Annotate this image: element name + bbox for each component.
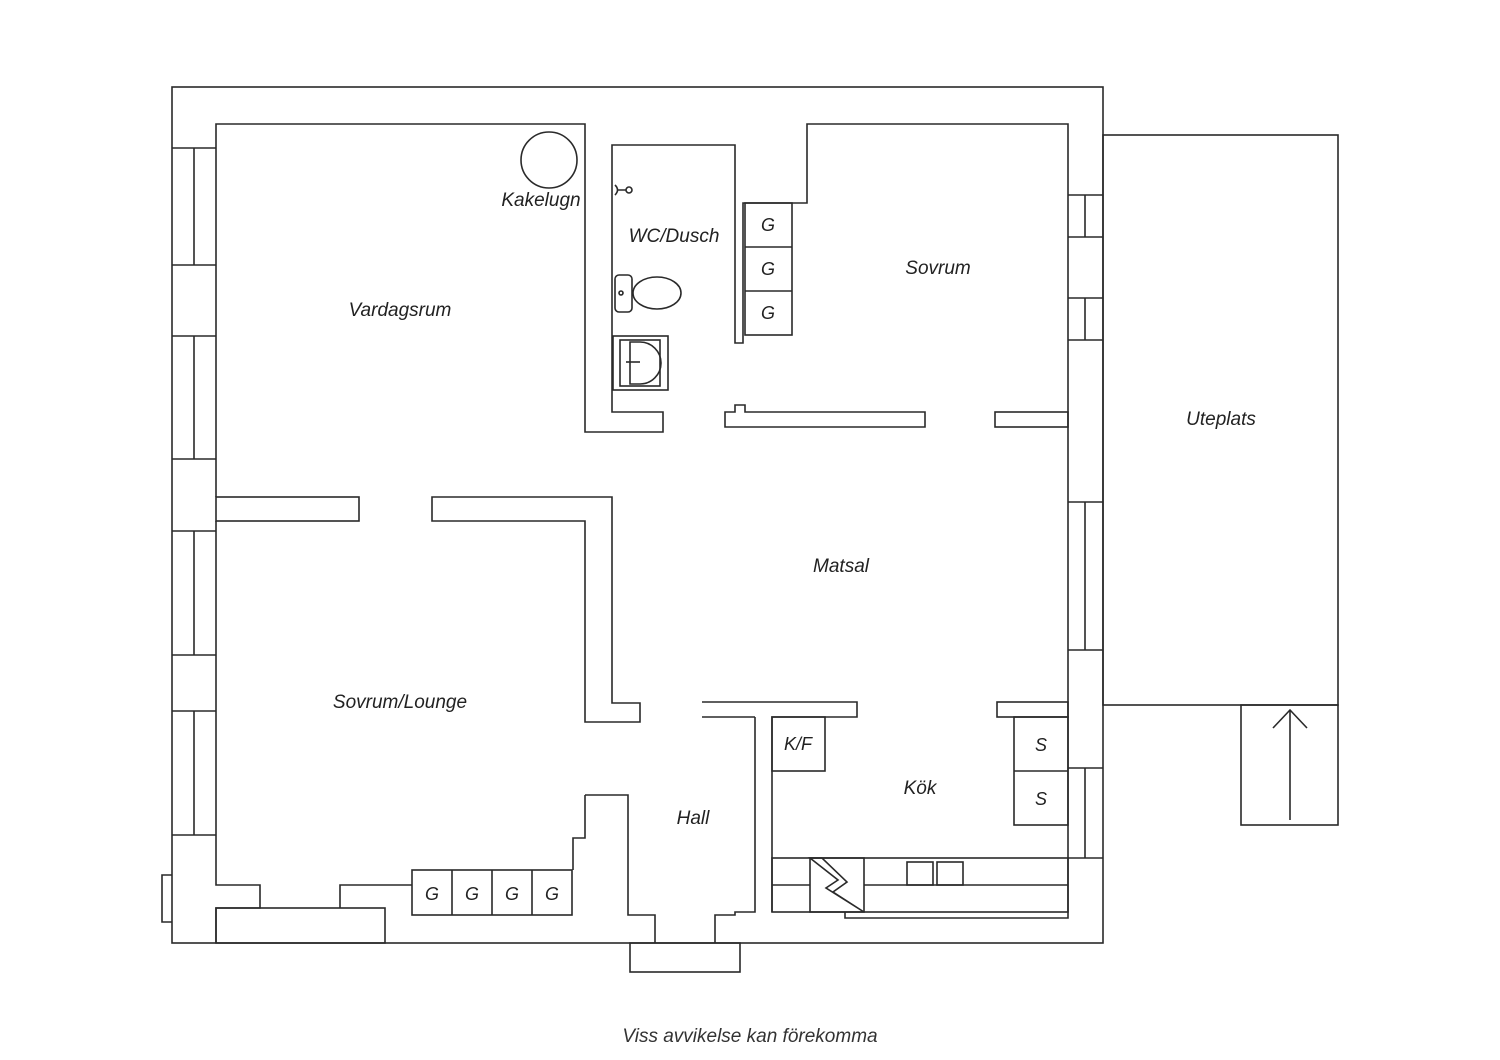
kitchen-wall [702,701,858,943]
right-windows [1068,194,1103,859]
vardagsrum-wall [215,496,360,522]
wall-notch [161,874,172,923]
inner-wall-top [215,123,1069,912]
sovrum-wall [724,404,926,428]
burner-icon [906,861,934,886]
arrow-up-icon [1272,708,1308,820]
closet-label: G [761,259,775,279]
storage-cabinets: S S [1013,716,1069,826]
footer-note: Viss avvikelse kan förekomma [622,1026,877,1047]
fridge-freezer: K/F [771,716,826,772]
storage-label: S [1035,735,1047,755]
closet-hall: G G G G [411,869,573,916]
label-hall: Hall [677,808,711,829]
electric-panel-icon [807,857,865,913]
uteplats-steps [1240,704,1339,826]
closet-label: G [545,884,559,904]
kitchen-wall-right [996,701,1069,718]
outer-wall [171,86,1104,944]
sink-icon [612,335,669,391]
label-kakelugn: Kakelugn [501,190,580,211]
closet-label: G [505,884,519,904]
uteplats-area [1102,134,1339,706]
inner-wall-left [215,521,261,943]
sovrum-wall-right [994,411,1069,428]
label-matsal: Matsal [813,556,870,577]
label-sovrum-lounge: Sovrum/Lounge [333,692,467,713]
bottom-wall [215,907,386,944]
kakelugn-stove-icon [520,131,578,189]
entrance-step [629,942,741,973]
hall-wall [339,794,656,943]
label-wc-dusch: WC/Dusch [629,226,720,247]
storage-label: S [1035,789,1047,809]
closet-sovrum: G G G [744,202,793,336]
kitchen-counter [771,857,1069,919]
shower-icon [614,184,633,196]
toilet-icon [614,274,682,313]
label-vardagsrum: Vardagsrum [349,300,452,321]
closet-label: G [425,884,439,904]
closet-label: G [465,884,479,904]
corridor-wall [431,496,641,723]
label-uteplats: Uteplats [1186,409,1256,430]
label-sovrum: Sovrum [905,258,970,279]
closet-label: G [761,303,775,323]
label-kok: Kök [904,778,938,799]
left-windows [172,147,216,836]
kf-label: K/F [784,734,813,754]
closet-label: G [761,215,775,235]
burner-icon [936,861,964,886]
